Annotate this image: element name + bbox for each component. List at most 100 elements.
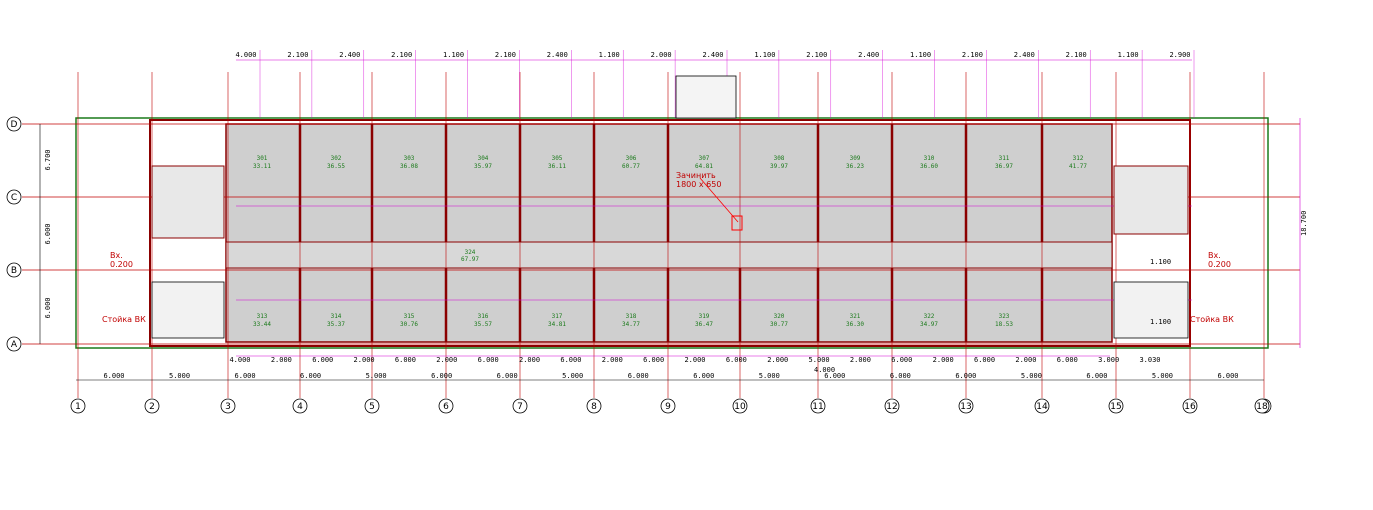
- dimension-top: 2.400: [702, 51, 723, 59]
- dimension-bottom: 2.000: [354, 356, 375, 364]
- dimension-right-small-2: 1.100: [1150, 318, 1171, 326]
- axis-label-col: 1: [75, 402, 81, 412]
- room-number: 313: [257, 313, 268, 320]
- dimension-bottom: 6.000: [1057, 356, 1078, 364]
- axis-label-col: 5: [369, 402, 375, 412]
- dimension-top: 2.100: [391, 51, 412, 59]
- room-number: 323: [999, 313, 1010, 320]
- dimension-bottom: 3.030: [1139, 356, 1160, 364]
- stair-left: [151, 281, 225, 339]
- dimension-overall: 6.000: [890, 372, 911, 380]
- axis-label-col: 3: [225, 402, 231, 412]
- room-area: 33.11: [253, 163, 271, 170]
- dimension-overall: 5.000: [1152, 372, 1173, 380]
- axis-label-row: D: [11, 120, 18, 130]
- axis-label-col: 16: [1184, 402, 1196, 412]
- dimension-top: 1.100: [910, 51, 931, 59]
- room-number: 302: [331, 155, 342, 162]
- axis-bubble-col: [364, 398, 380, 414]
- annotation-stair-right: Стойка ВК: [1190, 315, 1234, 324]
- room-area: 35.97: [474, 163, 492, 170]
- dimension-bottom: 4.000: [229, 356, 250, 364]
- dimension-top: 2.000: [651, 51, 672, 59]
- dimension-bottom: 2.000: [684, 356, 705, 364]
- dimension-overall: 5.000: [1021, 372, 1042, 380]
- room-number: 322: [924, 313, 935, 320]
- room-number: 317: [552, 313, 563, 320]
- dimension-bottom: 6.000: [312, 356, 333, 364]
- dimension-bottom: 2.000: [850, 356, 871, 364]
- dimension-bottom: 5.000: [809, 356, 830, 364]
- dimension-bottom: 2.000: [519, 356, 540, 364]
- room-area: 35.57: [474, 321, 492, 328]
- room-area: 36.11: [548, 163, 566, 170]
- room-number: 311: [999, 155, 1010, 162]
- room-area: 35.37: [327, 321, 345, 328]
- axis-bubble-col: [1034, 398, 1050, 414]
- axis-bubble-row: [6, 189, 22, 205]
- dimension-bottom: 3.000: [1098, 356, 1119, 364]
- dimension-overall: 6.000: [693, 372, 714, 380]
- room-area: 36.30: [846, 321, 864, 328]
- dimension-top: 1.100: [1118, 51, 1139, 59]
- axis-label-col: 9: [665, 402, 671, 412]
- corridor: [225, 241, 1113, 269]
- room-number: 316: [478, 313, 489, 320]
- axis-label-col: 13: [960, 402, 971, 412]
- dimension-bottom: 2.000: [271, 356, 292, 364]
- room-area: 60.77: [622, 163, 640, 170]
- dimension-bottom: 6.000: [478, 356, 499, 364]
- axis-label-col: 6: [443, 402, 449, 412]
- dimension-overall: 6.000: [955, 372, 976, 380]
- axis-bubble-col: [732, 398, 748, 414]
- axis-label-row: A: [11, 340, 18, 350]
- axis-bubble-row: [6, 262, 22, 278]
- room-number: 315: [404, 313, 415, 320]
- dimension-overall: 6.000: [824, 372, 845, 380]
- toilet-block-left: [151, 165, 225, 239]
- annotation-stair-left: Стойка ВК: [102, 315, 146, 324]
- axis-label-col: 15: [1110, 402, 1121, 412]
- room-number: 306: [626, 155, 637, 162]
- dimension-overall: 5.000: [759, 372, 780, 380]
- room-number: 308: [774, 155, 785, 162]
- dimension-bottom: 6.000: [395, 356, 416, 364]
- dimension-top: 2.100: [287, 51, 308, 59]
- stair-right: [1113, 281, 1189, 339]
- room-area: 36.60: [920, 163, 938, 170]
- room-area: 41.77: [1069, 163, 1087, 170]
- room-number: 318: [626, 313, 637, 320]
- axis-bubble-row: [6, 116, 22, 132]
- axis-bubble-col: [810, 398, 826, 414]
- axis-bubble-col: [1182, 398, 1198, 414]
- axis-label-col: 2: [149, 402, 155, 412]
- room-number: 301: [257, 155, 268, 162]
- entry-porch: [675, 75, 737, 119]
- axis-label-col: 14: [1036, 402, 1048, 412]
- dimension-left: 6.700: [44, 149, 52, 170]
- dimension-bottom: 6.000: [891, 356, 912, 364]
- dimension-bottom: 6.000: [726, 356, 747, 364]
- axis-bubble-col: [438, 398, 454, 414]
- dimension-overall: 6.000: [103, 372, 124, 380]
- dimension-overall: 6.000: [300, 372, 321, 380]
- axis-bubble-col: [144, 398, 160, 414]
- dimension-top: 2.400: [547, 51, 568, 59]
- room-area: 34.97: [920, 321, 938, 328]
- dimension-top: 1.100: [443, 51, 464, 59]
- axis-label-col: 8: [591, 402, 597, 412]
- dimension-overall: 6.000: [628, 372, 649, 380]
- dimension-left: 6.000: [44, 297, 52, 318]
- dimension-overall: 5.000: [169, 372, 190, 380]
- room-number: 312: [1073, 155, 1084, 162]
- room-area: 64.81: [695, 163, 713, 170]
- room-area: 33.44: [253, 321, 271, 328]
- corridor-number: 324: [465, 249, 476, 256]
- dimension-mid: 4.000: [814, 366, 835, 374]
- axis-label-col: 11: [812, 402, 823, 412]
- dimension-bottom: 6.000: [643, 356, 664, 364]
- room-area: 30.76: [400, 321, 418, 328]
- axis-label-col: 7: [517, 402, 523, 412]
